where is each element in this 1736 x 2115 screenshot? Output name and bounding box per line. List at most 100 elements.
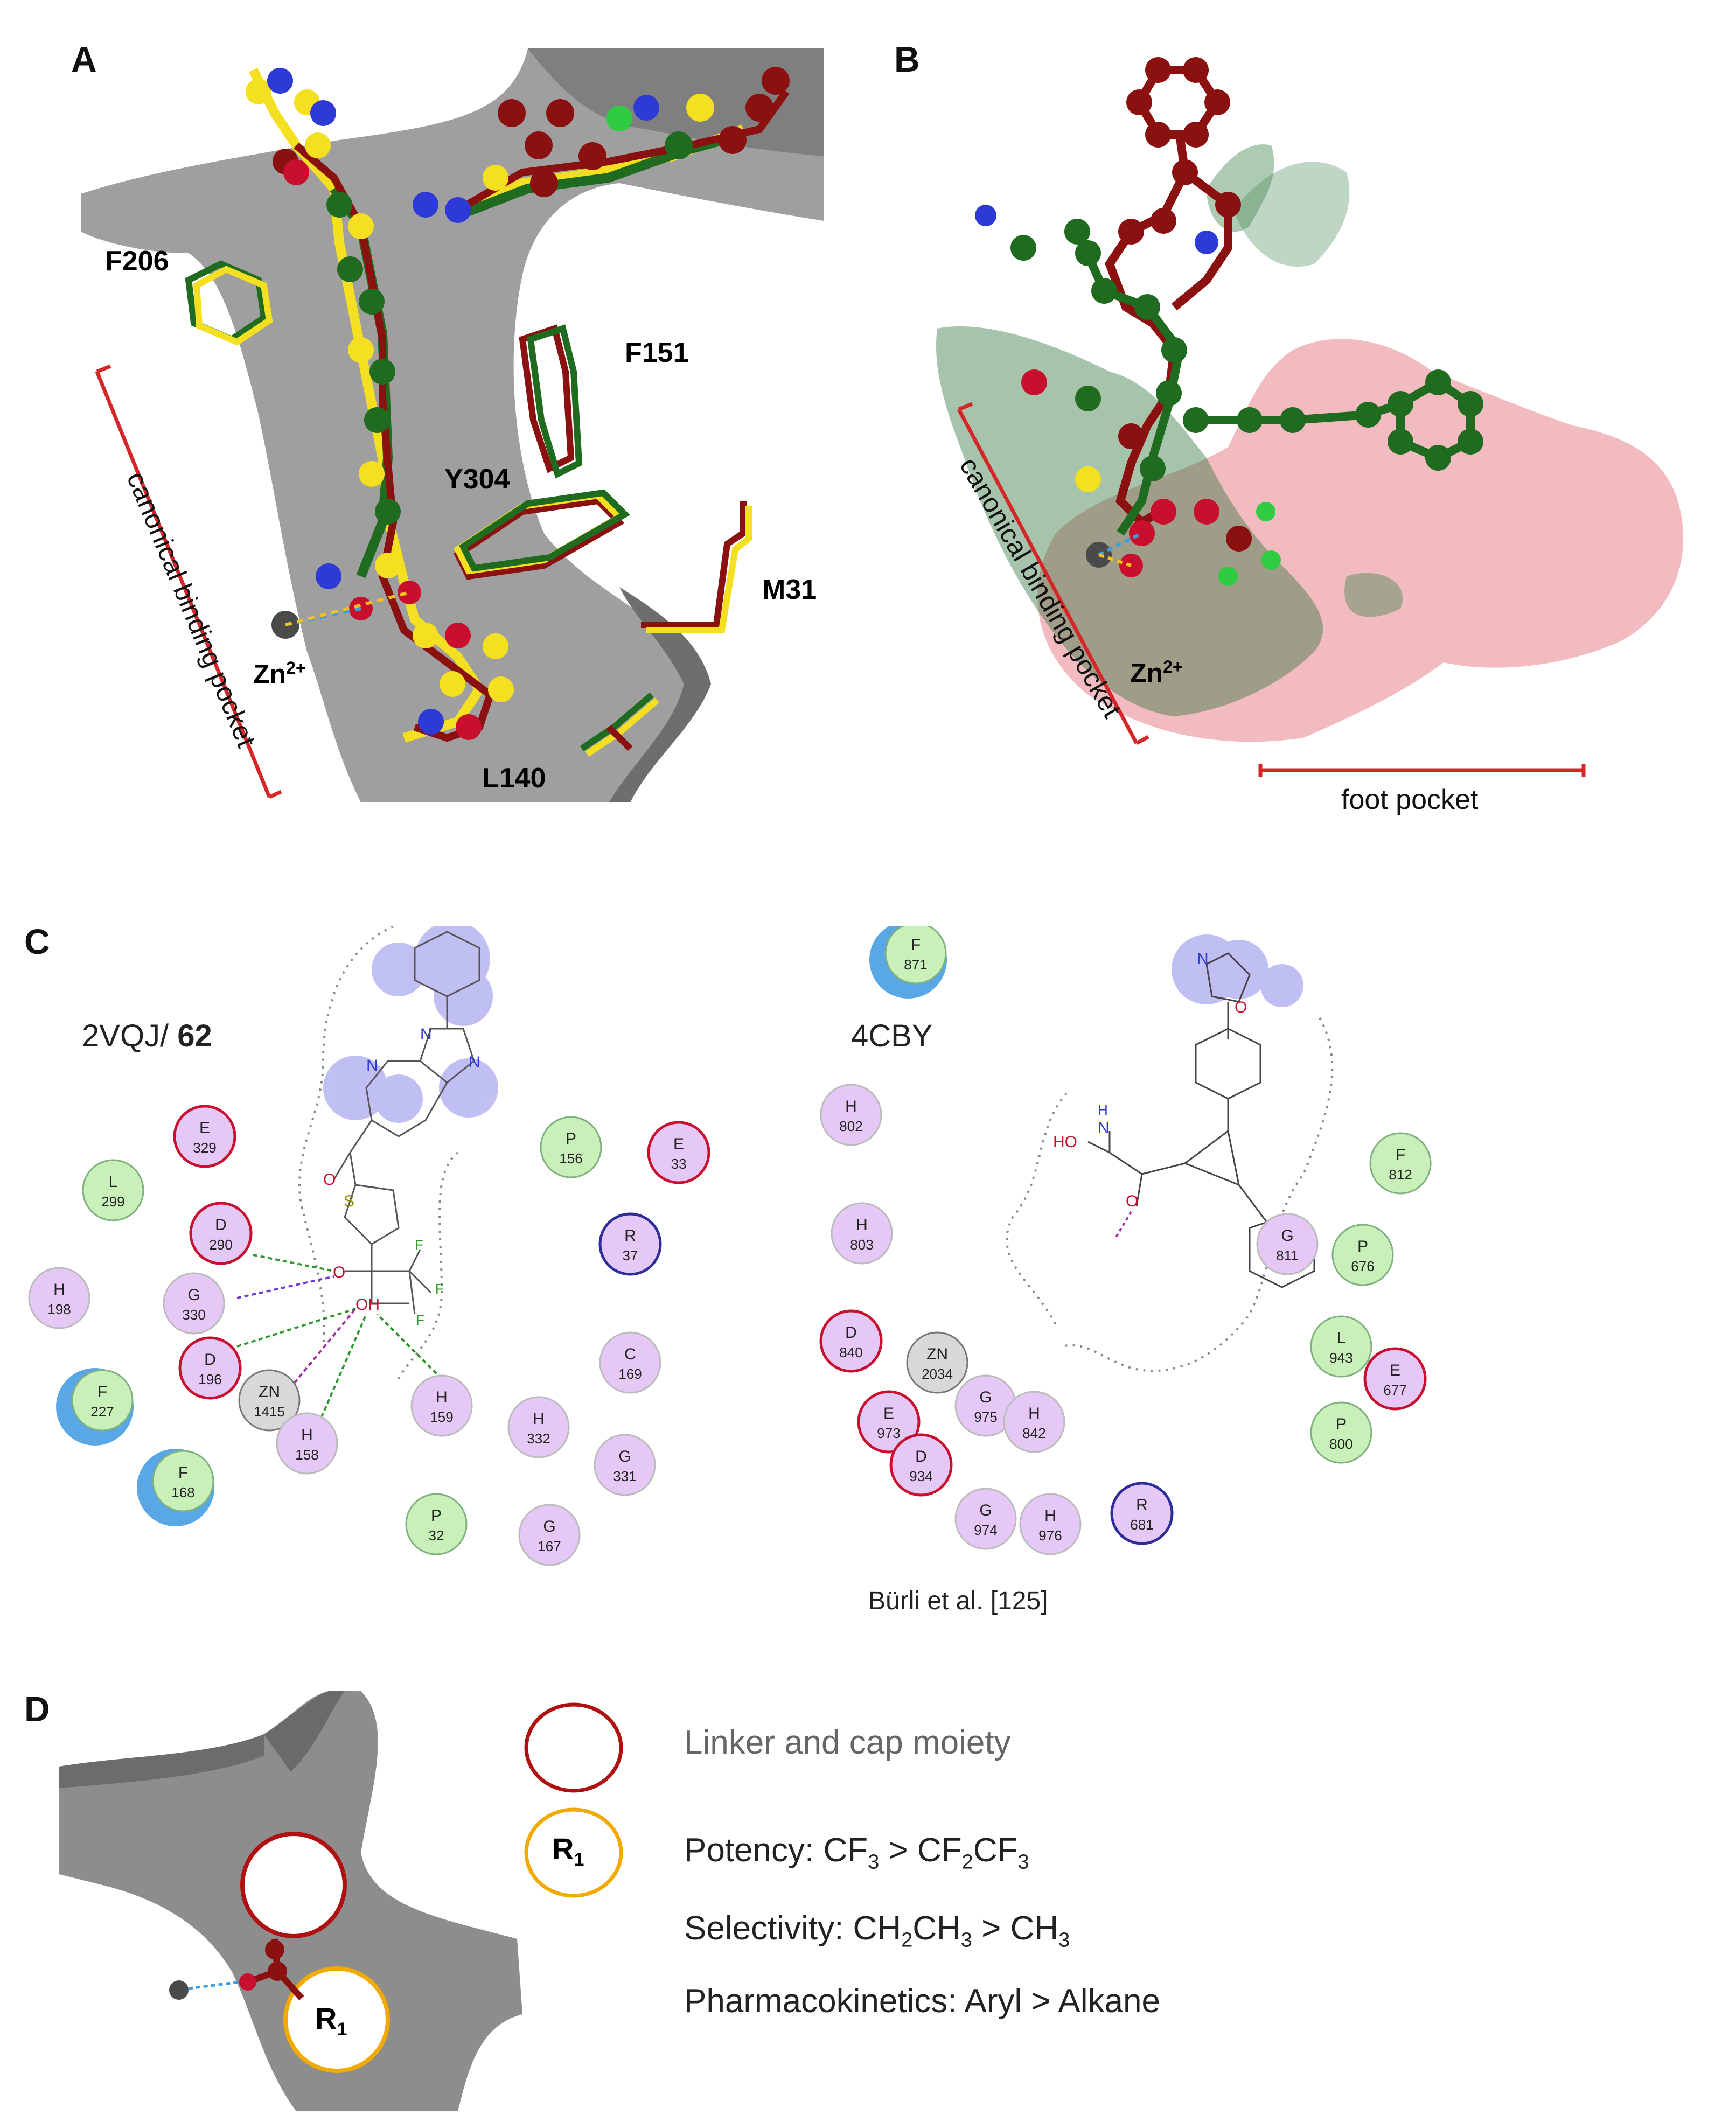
r1-label-pocket: R1: [315, 2001, 347, 2040]
right-residue-d840: [819, 1309, 883, 1373]
right-residue-code-e677: E: [1390, 1362, 1400, 1379]
right-residue-code-h802: H: [845, 1098, 857, 1115]
atom-oh-left: OH: [355, 1296, 380, 1314]
right-residue-code-r681: R: [1136, 1496, 1148, 1514]
right-residue-num-g975: 975: [974, 1409, 997, 1425]
left-residue-num-e33: 33: [671, 1156, 687, 1172]
left-residue-code-g330: G: [187, 1286, 200, 1304]
left-residue-d196: [178, 1336, 242, 1400]
legend-cap-label: Linker and cap moiety: [684, 1724, 1011, 1761]
right-residue-code-f871: F: [911, 936, 921, 954]
right-residue-code-h842: H: [1028, 1405, 1040, 1422]
atom-n-oxazole: N: [1197, 950, 1209, 968]
atom-o-oxazole: O: [1235, 999, 1247, 1016]
interaction-diagram-left: N N N O S F F F O OH E329L299D290H198G33…: [28, 926, 710, 1566]
complex-title-left: 2VQJ/ 62: [82, 1018, 212, 1053]
right-residue-num-d934: 934: [909, 1468, 932, 1484]
left-residue-r37: [598, 1212, 662, 1276]
right-residue-num-e677: 677: [1383, 1382, 1406, 1398]
right-residue-num-e973: 973: [877, 1425, 900, 1441]
left-residue-d290: [189, 1202, 253, 1265]
ligand-atoms-b: [975, 57, 1483, 586]
right-residue-code-p676: P: [1357, 1238, 1368, 1255]
atom-o-ketone-left: O: [333, 1264, 345, 1281]
left-residue-g330: [163, 1272, 225, 1335]
left-residue-e33: [647, 1121, 710, 1184]
panel-a-letter: A: [71, 39, 97, 79]
legend-r1-circle: [524, 1807, 623, 1898]
residue-m31-sidechain: [641, 501, 752, 633]
right-residue-code-h976: H: [1044, 1507, 1056, 1525]
right-residue-num-h976: 976: [1038, 1527, 1062, 1544]
panel-d-letter: D: [24, 1689, 50, 1729]
right-residue-num-zn2034: 2034: [922, 1366, 953, 1382]
zinc-label-a: Zn2+: [253, 658, 306, 689]
complex-title-right: 4CBY: [851, 1018, 933, 1053]
left-residue-num-f168: 168: [171, 1484, 194, 1500]
residue-y304-sidechain: [454, 489, 630, 580]
right-residue-code-d934: D: [915, 1448, 927, 1465]
right-residue-num-p800: 800: [1329, 1436, 1352, 1452]
right-residue-code-zn2034: ZN: [926, 1345, 948, 1363]
right-residue-num-l943: 943: [1329, 1350, 1352, 1366]
left-residue-code-p32: P: [431, 1507, 442, 1525]
right-residue-num-d840: 840: [839, 1344, 862, 1360]
right-residue-num-h802: 802: [839, 1118, 862, 1134]
left-residue-code-p156: P: [566, 1130, 576, 1148]
right-residue-h842: [1003, 1391, 1065, 1453]
ligand-atoms-a: [246, 67, 790, 740]
right-residue-r681: [1110, 1482, 1174, 1545]
panel-b-structure: [936, 57, 1684, 742]
atom-f1-left: F: [415, 1237, 423, 1253]
right-residue-num-h842: 842: [1022, 1425, 1045, 1441]
left-residue-code-zn1415: ZN: [259, 1383, 280, 1401]
left-residue-code-l299: L: [109, 1173, 118, 1191]
left-residue-num-d290: 290: [209, 1237, 232, 1253]
residue-label-m31: M31: [762, 574, 817, 605]
canonical-pocket-bracket-a: [95, 364, 282, 799]
atom-n3-left: N: [366, 1057, 378, 1074]
left-residue-num-g331: 331: [613, 1468, 636, 1484]
right-residue-num-g974: 974: [974, 1522, 997, 1538]
left-residue-num-e329: 329: [193, 1140, 216, 1156]
residue-label-f206: F206: [105, 246, 169, 277]
solvent-exposure-glow-left: [323, 926, 498, 1123]
right-residue-code-p800: P: [1336, 1415, 1347, 1433]
left-residue-num-h198: 198: [47, 1301, 71, 1317]
left-residue-c169: [599, 1331, 661, 1394]
left-residue-code-e33: E: [673, 1135, 684, 1153]
right-residue-num-r681: 681: [1130, 1517, 1153, 1533]
left-residue-f227: [71, 1369, 134, 1432]
atom-f3-left: F: [416, 1312, 424, 1328]
left-residue-p32: [405, 1493, 468, 1555]
panel-d-pocket: [59, 1691, 522, 2111]
left-residue-code-g167: G: [543, 1518, 555, 1535]
legend-r1-label: R1: [552, 1832, 584, 1870]
zinc-ion-d: [169, 1980, 189, 2000]
left-residue-num-c169: 169: [618, 1366, 642, 1382]
left-residue-g331: [594, 1434, 656, 1496]
right-residue-d934: [889, 1433, 953, 1497]
zinc-label-b: Zn2+: [1130, 657, 1183, 688]
atom-n1-left: N: [420, 1025, 432, 1043]
left-residue-code-e329: E: [199, 1119, 210, 1137]
left-residue-num-p156: 156: [559, 1150, 582, 1167]
panel-b-letter: B: [894, 39, 920, 79]
left-residue-num-d196: 196: [198, 1371, 221, 1387]
left-residue-code-d290: D: [215, 1216, 227, 1234]
right-residue-num-h803: 803: [850, 1237, 873, 1253]
left-residue-code-h332: H: [533, 1410, 545, 1428]
right-residue-zn2034: [906, 1331, 968, 1394]
left-residue-code-h198: H: [53, 1281, 65, 1299]
r1-circle-pocket: [283, 1966, 390, 2073]
right-residue-h803: [831, 1202, 893, 1265]
left-residue-h332: [507, 1396, 570, 1458]
right-residue-l943: [1310, 1315, 1372, 1378]
foot-pocket-surface: [1037, 339, 1684, 742]
right-residue-e973: [857, 1390, 921, 1454]
panel-a-structure: [81, 48, 824, 802]
left-residue-code-f168: F: [178, 1464, 188, 1482]
residue-label-y304: Y304: [444, 464, 510, 495]
atom-ho: HO: [1053, 1133, 1077, 1151]
